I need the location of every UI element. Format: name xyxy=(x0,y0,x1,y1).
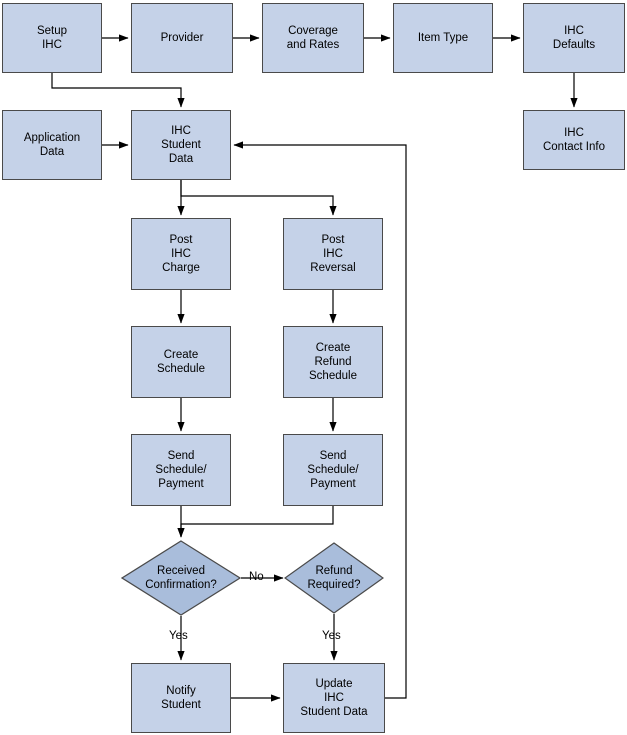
diamond-shape-refund-required xyxy=(284,542,384,614)
node-post-ihc-reversal[interactable]: Post IHC Reversal xyxy=(283,218,383,290)
node-item-type[interactable]: Item Type xyxy=(393,3,493,73)
node-ihc-student-data[interactable]: IHC Student Data xyxy=(131,110,231,180)
node-ihc-contact-info[interactable]: IHC Contact Info xyxy=(523,110,625,170)
decision-label-received-confirmation: Received Confirmation? xyxy=(145,565,217,591)
node-coverage-and-rates[interactable]: Coverage and Rates xyxy=(262,3,364,73)
diamond-shape-received-confirmation xyxy=(121,540,241,616)
node-create-schedule[interactable]: Create Schedule xyxy=(131,326,231,398)
decision-refund-required[interactable]: Refund Required? xyxy=(284,542,384,614)
node-send-schedule-payment-2[interactable]: Send Schedule/ Payment xyxy=(283,434,383,506)
edge-send-2-to-received-confirmation xyxy=(177,506,334,538)
node-post-ihc-charge[interactable]: Post IHC Charge xyxy=(131,218,231,290)
node-update-ihc-student-data[interactable]: Update IHC Student Data xyxy=(283,663,385,733)
decision-label-refund-required: Refund Required? xyxy=(307,565,361,591)
edge-label-no: No xyxy=(249,571,264,583)
node-notify-student[interactable]: Notify Student xyxy=(131,663,231,733)
node-provider[interactable]: Provider xyxy=(131,3,233,73)
node-application-data[interactable]: Application Data xyxy=(2,110,102,180)
decision-received-confirmation[interactable]: Received Confirmation? xyxy=(121,540,241,616)
node-ihc-defaults[interactable]: IHC Defaults xyxy=(523,3,625,73)
node-create-refund-schedule[interactable]: Create Refund Schedule xyxy=(283,326,383,398)
edge-setup-to-student-data xyxy=(51,73,185,108)
edge-label-yes-confirmation: Yes xyxy=(169,630,188,642)
edge-label-yes-refund: Yes xyxy=(322,630,341,642)
node-send-schedule-payment-1[interactable]: Send Schedule/ Payment xyxy=(131,434,231,506)
node-setup-ihc[interactable]: Setup IHC xyxy=(2,3,102,73)
edge-student-data-to-post-reversal xyxy=(180,180,337,216)
